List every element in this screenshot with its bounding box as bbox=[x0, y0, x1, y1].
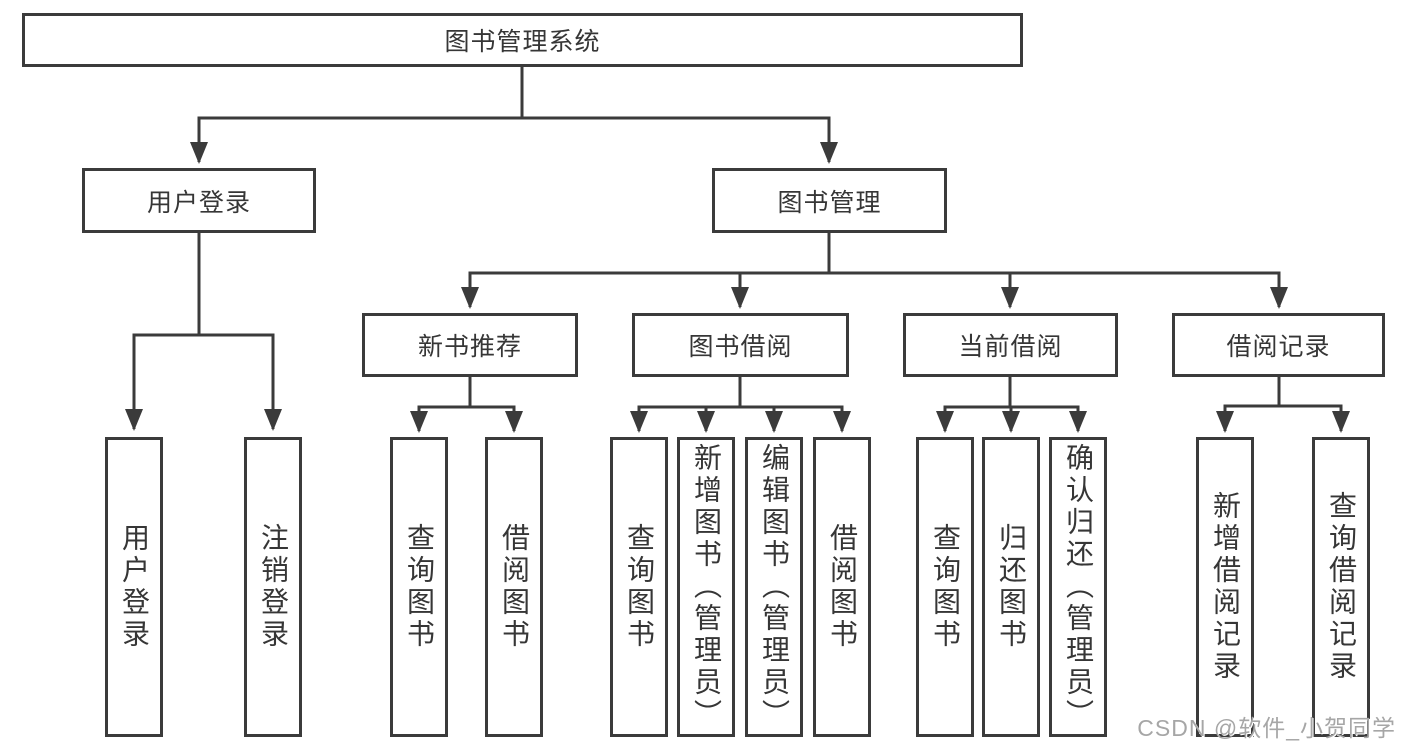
node-book-management: 图书管理 bbox=[712, 168, 947, 233]
leaf-user-login: 用户登录 bbox=[105, 437, 163, 737]
leaf-return-books: 归还图书 bbox=[982, 437, 1040, 737]
node-new-book-recommend: 新书推荐 bbox=[362, 313, 578, 377]
leaf-query-books-borrowing: 查询图书 bbox=[610, 437, 668, 737]
node-root: 图书管理系统 bbox=[22, 13, 1023, 67]
leaf-query-books-current: 查询图书 bbox=[916, 437, 974, 737]
leaf-query-books-recommend: 查询图书 bbox=[390, 437, 448, 737]
leaf-add-book-admin: 新增图书（管理员） bbox=[677, 437, 735, 737]
leaf-confirm-return-admin: 确认归还（管理员） bbox=[1049, 437, 1107, 737]
node-user-login: 用户登录 bbox=[82, 168, 316, 233]
leaf-borrow-books-recommend: 借阅图书 bbox=[485, 437, 543, 737]
leaf-borrow-books-borrowing: 借阅图书 bbox=[813, 437, 871, 737]
leaf-query-borrow-record: 查询借阅记录 bbox=[1312, 437, 1370, 737]
leaf-logout: 注销登录 bbox=[244, 437, 302, 737]
node-current-borrowing: 当前借阅 bbox=[903, 313, 1118, 377]
node-borrow-records: 借阅记录 bbox=[1172, 313, 1385, 377]
leaf-add-borrow-record: 新增借阅记录 bbox=[1196, 437, 1254, 737]
node-book-borrowing: 图书借阅 bbox=[632, 313, 849, 377]
leaf-edit-book-admin: 编辑图书（管理员） bbox=[745, 437, 803, 737]
watermark: CSDN @软件_小贺同学 bbox=[1137, 715, 1396, 741]
